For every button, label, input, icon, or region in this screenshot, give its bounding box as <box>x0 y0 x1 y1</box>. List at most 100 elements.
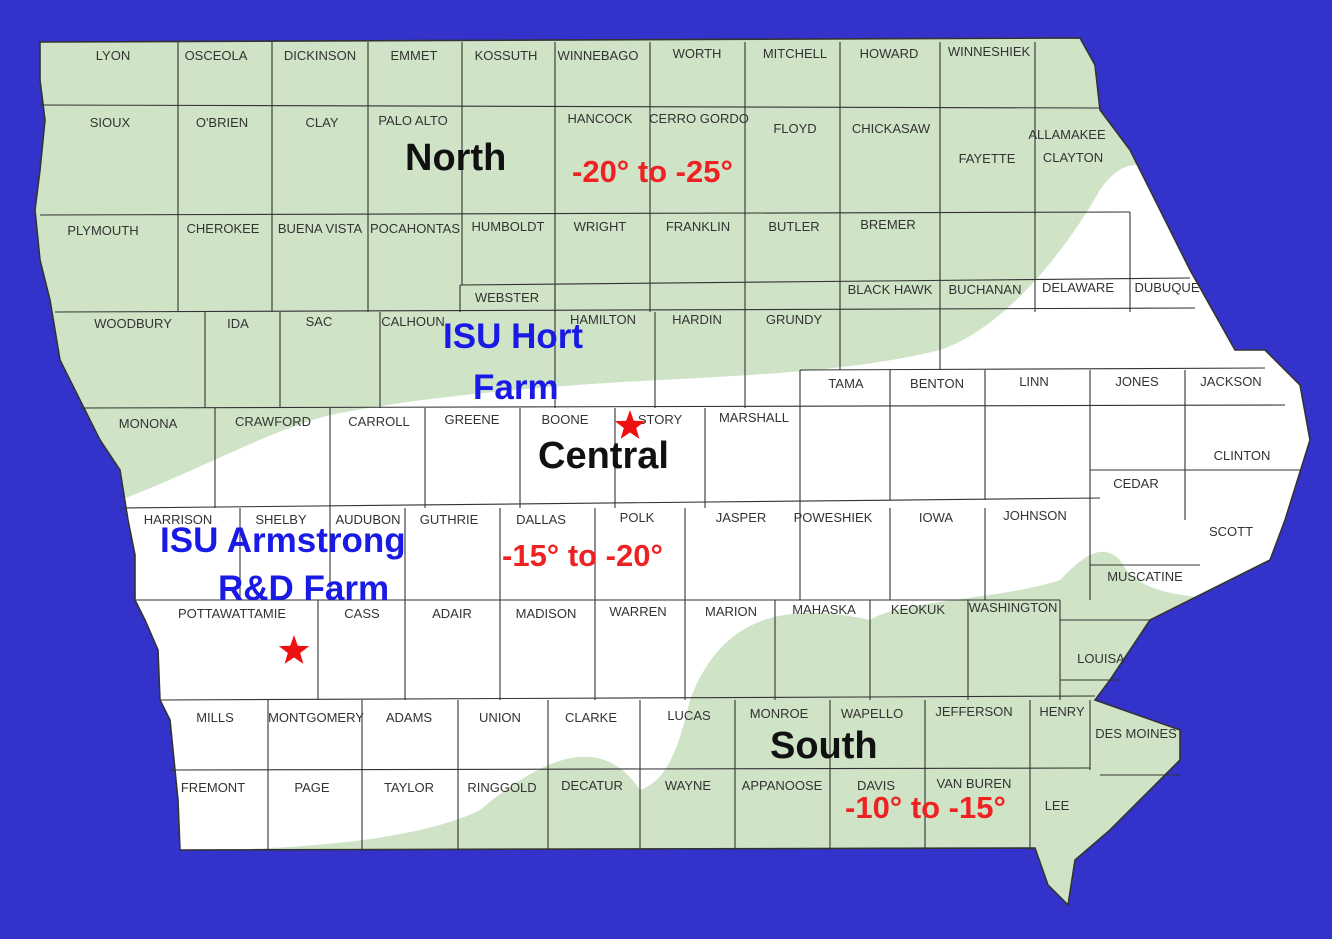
farm-label-hort-line2: Farm <box>473 368 559 407</box>
county-label: WORTH <box>673 46 722 61</box>
county-label: HENRY <box>1039 704 1085 719</box>
county-label: BUCHANAN <box>949 282 1022 297</box>
star-icon <box>278 635 310 664</box>
county-label: PALO ALTO <box>378 113 447 128</box>
county-label: WOODBURY <box>94 316 172 331</box>
county-label: MUSCATINE <box>1107 569 1183 584</box>
county-label: WRIGHT <box>574 219 627 234</box>
county-label: AUDUBON <box>335 512 400 527</box>
county-label: IDA <box>227 316 249 331</box>
county-label: BOONE <box>542 412 589 427</box>
county-label: MILLS <box>196 710 234 725</box>
county-label: MONONA <box>119 416 178 431</box>
county-label: POLK <box>620 510 655 525</box>
county-label: BUTLER <box>768 219 819 234</box>
county-label: MAHASKA <box>792 602 856 617</box>
county-label: ADAMS <box>386 710 433 725</box>
region-label-central: Central <box>538 435 669 477</box>
county-label: EMMET <box>391 48 438 63</box>
county-label: SHELBY <box>255 512 307 527</box>
county-label: CLAYTON <box>1043 150 1103 165</box>
county-boundary-line <box>39 211 1131 216</box>
county-label: WINNESHIEK <box>948 44 1031 59</box>
county-label: CLARKE <box>565 710 617 725</box>
county-label: SCOTT <box>1209 524 1253 539</box>
county-boundary-line <box>119 497 1101 509</box>
county-label: MADISON <box>516 606 577 621</box>
county-label: FAYETTE <box>959 151 1016 166</box>
county-label: CHEROKEE <box>187 221 260 236</box>
county-label: CRAWFORD <box>235 414 311 429</box>
county-label: CLAY <box>306 115 339 130</box>
county-label: FLOYD <box>773 121 816 136</box>
county-label: PAGE <box>294 780 329 795</box>
county-label: APPANOOSE <box>742 778 823 793</box>
temp-label-central: -15° to -20° <box>502 538 663 573</box>
county-label: O'BRIEN <box>196 115 248 130</box>
county-label: WAYNE <box>665 778 712 793</box>
county-label: ALLAMAKEE <box>1028 127 1106 142</box>
county-label: POWESHIEK <box>794 510 873 525</box>
county-boundary-line <box>39 104 1101 109</box>
county-label: DES MOINES <box>1095 726 1177 741</box>
iowa-border <box>34 37 1311 907</box>
county-label: STORY <box>638 412 683 427</box>
farm-label-armstrong-line1: ISU Armstrong <box>160 521 406 560</box>
region-label-north: North <box>405 137 506 179</box>
county-label: FREMONT <box>181 780 245 795</box>
county-label: MITCHELL <box>763 46 827 61</box>
county-label: POCAHONTAS <box>370 221 460 236</box>
farm-label-armstrong-line2: R&D Farm <box>218 569 389 608</box>
central-zone-band <box>110 165 1310 850</box>
region-label-south: South <box>770 725 878 767</box>
county-label: MARION <box>705 604 757 619</box>
county-boundary-line <box>169 767 1091 771</box>
county-label: GREENE <box>445 412 500 427</box>
county-label: HAMILTON <box>570 312 636 327</box>
county-label: CHICKASAW <box>852 121 931 136</box>
county-label: LOUISA <box>1077 651 1125 666</box>
county-label: IOWA <box>919 510 954 525</box>
county-label: TAMA <box>828 376 863 391</box>
county-label: BREMER <box>860 217 916 232</box>
county-label: WEBSTER <box>475 290 539 305</box>
county-label: DUBUQUE <box>1134 280 1199 295</box>
county-label: KEOKUK <box>891 602 946 617</box>
county-label: HARDIN <box>672 312 722 327</box>
county-label: VAN BUREN <box>937 776 1012 791</box>
county-label: PLYMOUTH <box>67 223 138 238</box>
county-label: KOSSUTH <box>475 48 538 63</box>
county-label: WARREN <box>609 604 666 619</box>
county-label: LINN <box>1019 374 1049 389</box>
county-label: HUMBOLDT <box>472 219 545 234</box>
county-label: HARRISON <box>144 512 213 527</box>
county-boundary-line <box>79 404 1286 409</box>
county-label: RINGGOLD <box>467 780 536 795</box>
county-label: HANCOCK <box>567 111 632 126</box>
county-label: WINNEBAGO <box>558 48 639 63</box>
county-label: GUTHRIE <box>420 512 479 527</box>
county-label: DAVIS <box>857 778 895 793</box>
county-label: JONES <box>1115 374 1159 389</box>
county-label: JOHNSON <box>1003 508 1067 523</box>
county-boundary-line <box>799 367 1266 371</box>
county-label: MARSHALL <box>719 410 789 425</box>
county-boundary-line <box>459 277 1191 286</box>
county-boundaries <box>39 42 1300 850</box>
county-label: DECATUR <box>561 778 623 793</box>
star-icon <box>614 410 646 439</box>
county-label: LYON <box>96 48 130 63</box>
county-label: UNION <box>479 710 521 725</box>
county-label: CALHOUN <box>381 314 445 329</box>
county-label: MONROE <box>750 706 809 721</box>
county-label: DICKINSON <box>284 48 356 63</box>
county-label: JACKSON <box>1200 374 1261 389</box>
county-label: TAYLOR <box>384 780 434 795</box>
county-label: MONTGOMERY <box>268 710 364 725</box>
county-label: POTTAWATTAMIE <box>178 606 286 621</box>
county-label: DALLAS <box>516 512 566 527</box>
county-label: CLINTON <box>1214 448 1271 463</box>
county-label: SIOUX <box>90 115 131 130</box>
